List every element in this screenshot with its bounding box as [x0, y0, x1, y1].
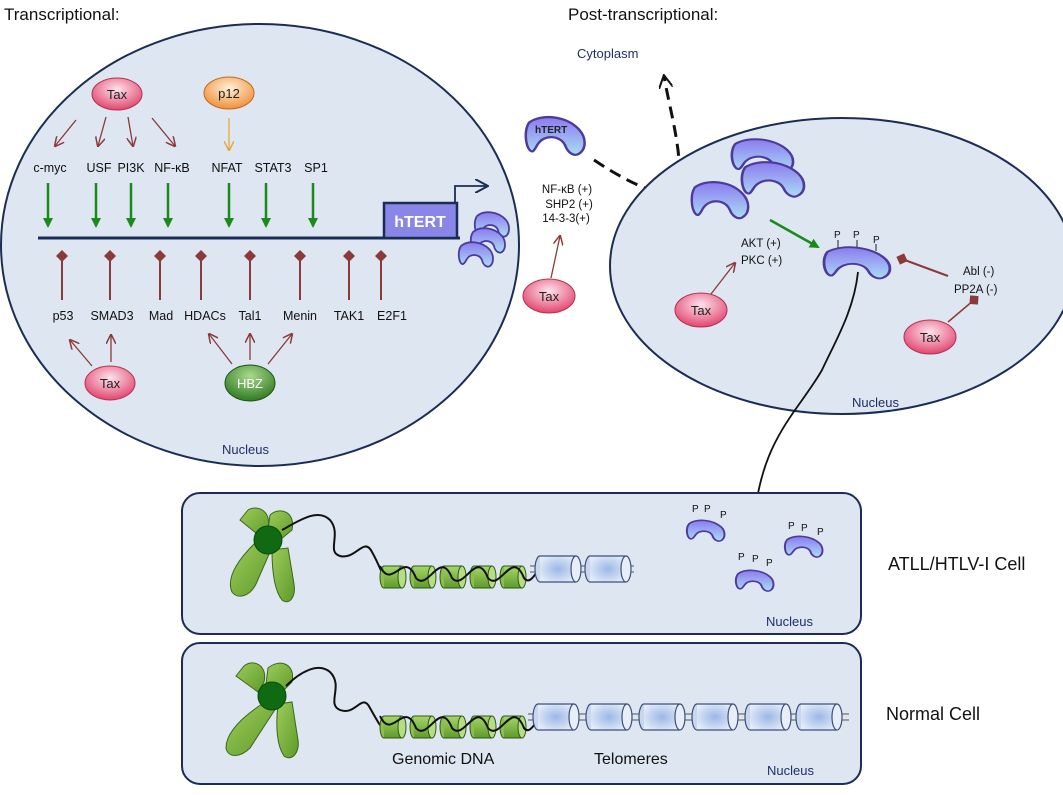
chromosome-atll [230, 507, 387, 603]
activator-arrows [43, 183, 318, 228]
tax-label-top: Tax [107, 87, 128, 102]
hbz-arrows [209, 334, 292, 365]
htert-gene-box [382, 201, 459, 240]
tax-label-right-1: Tax [691, 303, 712, 318]
repressor-bars [56, 250, 387, 300]
phospho-sites-atll: P P P P P P P P P [692, 504, 824, 569]
tax-middle-arrow [550, 236, 560, 279]
phospho-site-c1: P [738, 552, 745, 563]
tax-label-bottom: Tax [100, 376, 121, 391]
nucleus-label-right: Nucleus [852, 395, 899, 410]
phospho-site-b3: P [817, 527, 824, 538]
tax-label-right-2: Tax [920, 330, 941, 345]
nucleus-label-normal: Nucleus [767, 763, 814, 778]
cytoplasm-label: Cytoplasm [577, 46, 638, 61]
kinase-akt: AKT (+) [741, 238, 781, 250]
tax-label-middle: Tax [539, 289, 560, 304]
phospho-site-a1: P [692, 504, 699, 515]
post-factor-1433: 14-3-3(+) [542, 213, 590, 225]
telomeres-atll [530, 555, 634, 583]
p12-oval [203, 76, 255, 110]
activator-usf: USF [87, 161, 112, 175]
tax-phosphatase-inhibition [947, 295, 979, 323]
phospho-site-b1: P [788, 521, 795, 532]
phosphorylated-htert-center [822, 240, 892, 280]
phospho-site-c3: P [766, 558, 773, 569]
telomeres-label: Telomeres [594, 751, 668, 768]
chromosome-normal [225, 662, 385, 759]
tax-oval-top [91, 77, 143, 111]
phosphatase-pp2a: PP2A (-) [954, 284, 998, 296]
post-transcriptional-title: Post-transcriptional: [568, 5, 718, 24]
genomic-dna-atll [379, 565, 541, 589]
tax-oval-right-1 [674, 292, 728, 328]
repressor-menin: Menin [283, 309, 317, 323]
transcriptional-title: Transcriptional: [4, 5, 120, 24]
htert-protein-label: hTERT [535, 125, 567, 136]
activator-nf-kb: NF-κB [154, 161, 189, 175]
repressor-mad: Mad [149, 309, 173, 323]
activator-sp1: SP1 [304, 161, 328, 175]
post-factor-nfkb: NF-κB (+) [542, 184, 592, 196]
normal-cell-label: Normal Cell [886, 704, 980, 724]
activator-c-myc: c-myc [33, 161, 66, 175]
activator-nfat: NFAT [211, 161, 242, 175]
repressor-tal1: Tal1 [239, 309, 262, 323]
nucleus-label-atll: Nucleus [766, 614, 813, 629]
activator-pi3k: PI3K [117, 161, 145, 175]
tax-oval-right-2 [903, 319, 957, 355]
phospho-site-1: P [834, 230, 841, 241]
phosphatase-inhibition [896, 253, 949, 277]
phospho-site-3: P [873, 235, 880, 246]
kinase-pkc: PKC (+) [741, 255, 782, 267]
htert-gene-label: hTERT [394, 214, 446, 231]
phosphorylation-arrow [769, 218, 820, 249]
transcription-start-arrow [454, 186, 487, 203]
hbz-oval [224, 364, 276, 402]
tax-activation-arrows [55, 116, 175, 146]
phosphatase-abl: Abl (-) [963, 266, 994, 278]
post-factor-shp2: SHP2 (+) [545, 199, 593, 211]
hbz-label: HBZ [237, 376, 263, 391]
tax-oval-bottom [84, 365, 136, 401]
repressor-tak1: TAK1 [334, 309, 364, 323]
repressor-smad3: SMAD3 [90, 309, 133, 323]
repressor-e2f1: E2F1 [377, 309, 407, 323]
repressor-p53: p53 [53, 309, 74, 323]
genomic-dna-label: Genomic DNA [392, 751, 495, 768]
phospho-site-b2: P [801, 523, 808, 534]
tax-kinase-arrow [710, 263, 735, 295]
atll-cell-label: ATLL/HTLV-I Cell [888, 554, 1025, 574]
activator-stat3: STAT3 [254, 161, 291, 175]
genomic-dna-normal [379, 715, 541, 739]
phospho-site-a2: P [704, 504, 711, 515]
phospho-site-c2: P [752, 554, 759, 565]
phospho-site-a3: P [720, 510, 727, 521]
p12-label: p12 [218, 86, 240, 101]
nucleus-label-left: Nucleus [222, 442, 269, 457]
translocation-arrow [754, 271, 859, 524]
telomeres-normal [528, 703, 849, 731]
phospho-site-2: P [853, 230, 860, 241]
repressor-hdacs: HDACs [184, 309, 226, 323]
tax-bottom-arrows [70, 335, 111, 367]
tax-oval-middle [522, 278, 576, 314]
normal-cell-box [181, 642, 862, 785]
